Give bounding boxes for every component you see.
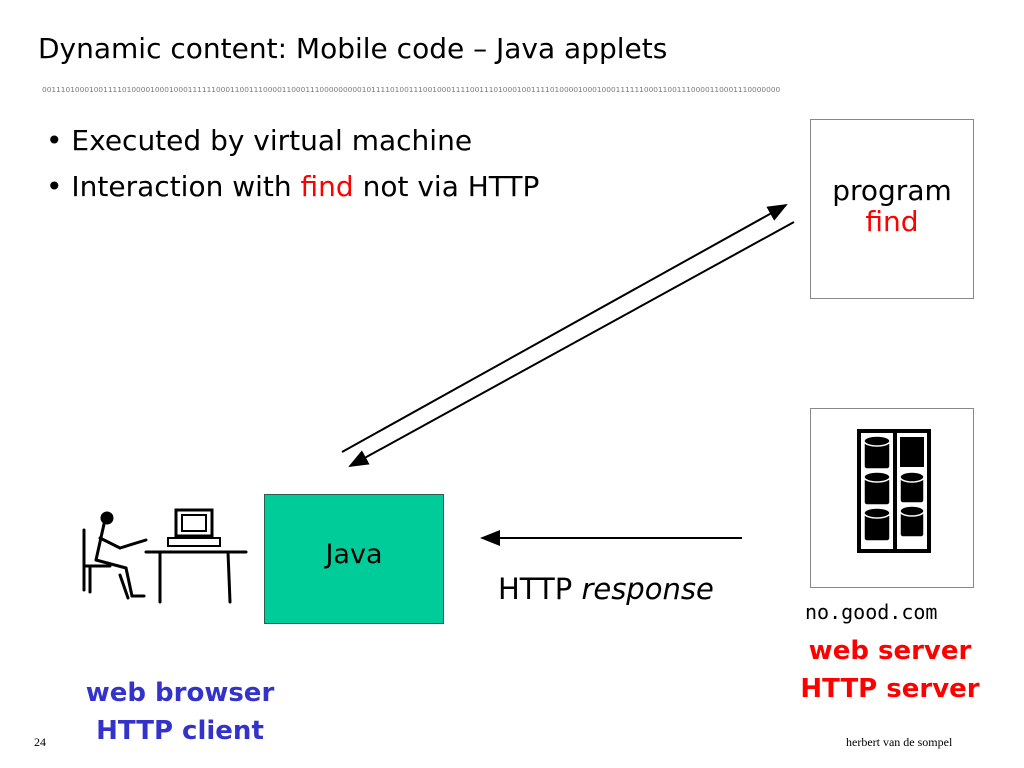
program-find-box: program find (810, 119, 974, 299)
http-client-label: HTTP client (96, 716, 264, 746)
java-applet-box: Java (264, 494, 444, 624)
page-number: 24 (34, 735, 46, 749)
program-find-label: find (865, 205, 919, 238)
http-response-label: HTTP response (498, 572, 714, 606)
arrow-from-program (348, 221, 795, 467)
web-server-box (810, 408, 974, 588)
http-response-plain: HTTP (498, 572, 582, 606)
server-rack-icon (857, 429, 931, 553)
bullet-2-highlight: find (300, 170, 354, 203)
person-at-computer-icon (82, 508, 248, 604)
binary-strip: 0011101000100111101000010001000111111000… (42, 85, 781, 94)
http-response-italic: response (581, 572, 714, 606)
bullet-1-text: • Executed by virtual machine (46, 124, 473, 157)
java-label: Java (325, 539, 383, 570)
web-server-label: web server (808, 636, 972, 666)
http-server-label: HTTP server (800, 674, 980, 704)
bullet-2-suffix: not via HTTP (353, 170, 540, 203)
program-label: program (832, 174, 952, 207)
bullet-1: • Executed by virtual machine (46, 124, 472, 157)
bullet-2-prefix: • Interaction with (46, 170, 301, 203)
web-browser-label: web browser (85, 678, 275, 708)
footer-author: herbert van de sompel (846, 735, 953, 749)
slide-title: Dynamic content: Mobile code – Java appl… (38, 32, 668, 65)
bullet-2: • Interaction with find not via HTTP (46, 170, 539, 203)
arrow-to-program (341, 204, 788, 453)
server-domain-label: no.good.com (805, 600, 938, 624)
